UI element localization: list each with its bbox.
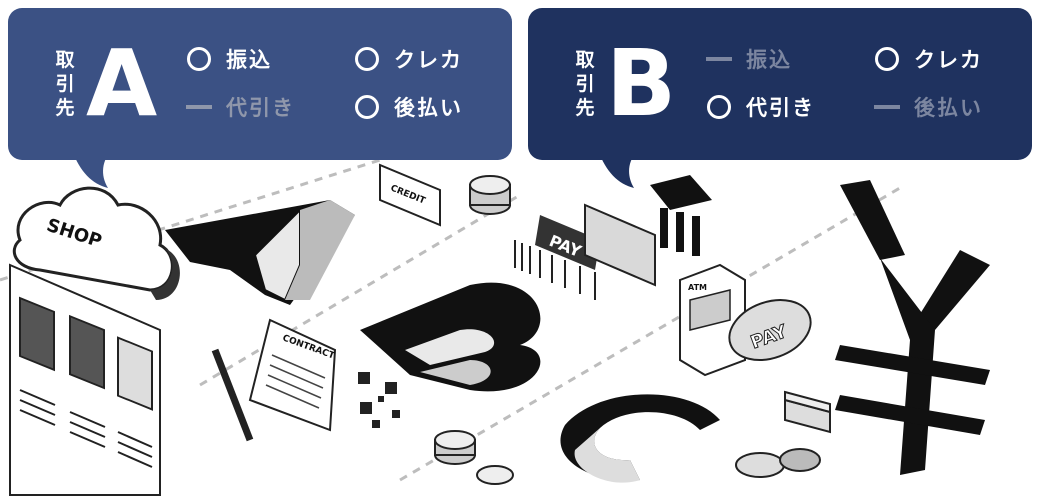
- heading-char: 引: [575, 73, 595, 95]
- qr-code-icon: [358, 372, 400, 428]
- heading-char: 取: [55, 49, 75, 71]
- circle-icon: [186, 46, 212, 72]
- option-label: 代引き: [746, 96, 815, 120]
- bank-icon: [650, 175, 712, 256]
- partner-b-heading: 取引先: [574, 48, 596, 120]
- partner-a-option-credit: クレカ: [354, 44, 463, 74]
- cash-icon: [735, 390, 831, 478]
- partner-a-letter: A: [86, 30, 158, 137]
- credit-card-illustration: CREDIT: [379, 163, 441, 227]
- pay-badge-illustration: PAY: [728, 299, 812, 361]
- letter-a-illustration: [165, 200, 355, 305]
- letter-c-illustration: [560, 394, 720, 483]
- option-label: クレカ: [394, 48, 463, 72]
- coin-pile-icon: [434, 430, 514, 485]
- partner-b-panel: 取引先 B 振込 クレカ 代引き 後払い: [528, 8, 1032, 160]
- letter-b-illustration: [360, 282, 541, 392]
- option-label: 振込: [226, 48, 272, 72]
- bank-card-illustration: [584, 203, 656, 287]
- atm-illustration: ATM: [679, 263, 746, 377]
- dash-icon: [186, 94, 212, 120]
- heading-char: 取: [575, 49, 595, 71]
- pay-tag-illustration: PAY: [514, 215, 600, 300]
- svg-text:ATM: ATM: [688, 283, 707, 292]
- circle-icon: [354, 94, 380, 120]
- circle-icon: [874, 46, 900, 72]
- circle-icon: [354, 46, 380, 72]
- option-label: クレカ: [914, 48, 983, 72]
- partner-b-option-credit: クレカ: [874, 44, 983, 74]
- dash-icon: [874, 94, 900, 120]
- partner-b-option-deferred: 後払い: [874, 92, 983, 122]
- partner-b-letter: B: [606, 30, 677, 137]
- partner-a-option-deferred: 後払い: [354, 92, 463, 122]
- option-label: 後払い: [394, 96, 463, 120]
- contract-illustration: CONTRACT: [211, 318, 336, 442]
- option-label: 代引き: [226, 96, 295, 120]
- partner-b-option-transfer: 振込: [706, 44, 792, 74]
- yen-symbol-illustration: [835, 180, 990, 475]
- partner-a-option-cod: 代引き: [186, 92, 295, 122]
- dash-icon: [706, 46, 732, 72]
- option-label: 振込: [746, 48, 792, 72]
- heading-char: 引: [55, 73, 75, 95]
- partner-a-panel: 取引先 A 振込 クレカ 代引き 後払い: [8, 8, 512, 160]
- partner-a-option-transfer: 振込: [186, 44, 272, 74]
- heading-char: 先: [55, 97, 75, 119]
- partner-a-heading: 取引先: [54, 48, 76, 120]
- shop-illustration: SHOP: [9, 186, 180, 496]
- option-label: 後払い: [914, 96, 983, 120]
- heading-char: 先: [575, 97, 595, 119]
- partner-b-option-cod: 代引き: [706, 92, 815, 122]
- coin-stack-icon: [469, 175, 511, 215]
- circle-icon: [706, 94, 732, 120]
